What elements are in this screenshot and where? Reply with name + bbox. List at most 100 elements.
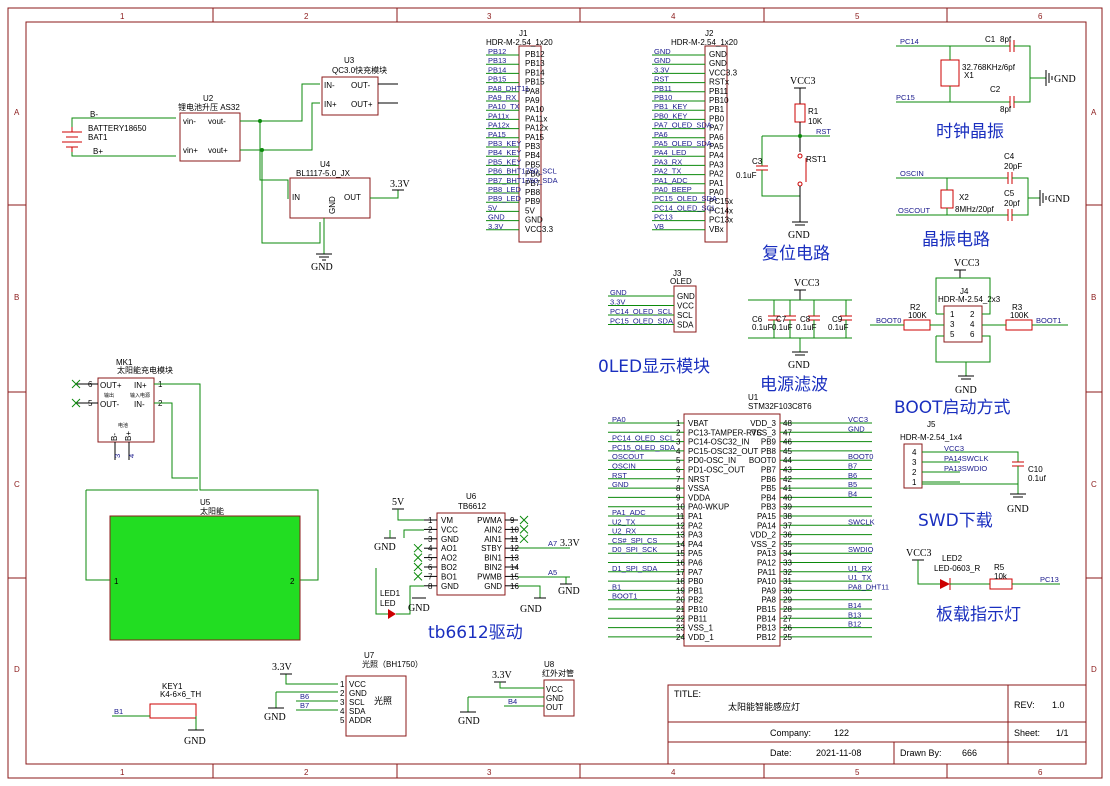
u1-right-pin-number: 36 (783, 531, 792, 540)
u7-pin-number: 2 (340, 689, 345, 698)
u4-out-vcc: 3.3V (390, 179, 411, 190)
u6-no-connect (413, 553, 423, 562)
u5-ref: U5 (200, 498, 211, 507)
j1-pin-label: PB9 (525, 197, 541, 206)
u3-pin-in-minus: IN- (324, 81, 335, 90)
heading-swd: SWD下载 (918, 511, 993, 531)
led2-net: PC13 (1040, 575, 1059, 584)
u6-right-pin-number: 10 (510, 525, 519, 534)
u1-left-pin-label: PD0-OSC_IN (688, 456, 736, 465)
j2-pin-label: GND (709, 50, 727, 59)
j3-pin-label: VCC (677, 302, 694, 311)
u8-gnd: GND (458, 716, 480, 727)
u1-left-pin-label: PA4 (688, 540, 703, 549)
u1-right-pin-number: 31 (783, 577, 792, 586)
u2-pin-vout-plus: vout+ (208, 146, 228, 155)
u1-right-net-label: B6 (848, 471, 857, 480)
ruler-col-4: 4 (671, 12, 676, 21)
key1-gnd: GND (184, 736, 206, 747)
rev-value: 1.0 (1052, 700, 1065, 710)
date-value: 2021-11-08 (816, 748, 861, 758)
u6-left-pin-label: AO1 (441, 544, 458, 553)
j5-net-label: PA13SWDIO (944, 464, 987, 473)
u1-right-pin-label: PB9 (761, 438, 777, 447)
j2-net-label: 3.3V (654, 65, 669, 74)
boot-gnd: GND (955, 385, 977, 396)
u7-pin-label: SCL (349, 698, 365, 707)
j5-pin-label: 1 (912, 478, 917, 487)
u3-ref: U3 (344, 56, 355, 65)
j2-pins: GNDGNDGNDGNDVCC3.33.3VRSTxRSTPB11PB11PB1… (652, 47, 738, 234)
u1-left-net-label: OSCIN (612, 462, 636, 471)
ruler-row-c-right: C (1091, 480, 1097, 489)
ruler-col-3b: 3 (487, 768, 492, 777)
j1-net-label: PB14 (488, 65, 506, 74)
battery-ref2: BAT1 (88, 133, 108, 142)
mk1-in-minus: IN- (134, 400, 145, 409)
j2-net-label: PC15_OLED_SDA (654, 194, 717, 203)
u1-right-pin-number: 40 (783, 493, 792, 502)
u8-pin-out: OUT (546, 703, 563, 712)
j1-net-label: PA12x (488, 121, 510, 130)
u1-left-pin-number: 15 (676, 549, 685, 558)
u1-right-pin-label: PB7 (761, 466, 777, 475)
u6-left-pin-number: 4 (428, 544, 433, 553)
j1-pin-label: PB6 (525, 170, 541, 179)
company-label: Company: (770, 728, 811, 738)
u1-left-pin-number: 9 (676, 493, 681, 502)
u6-right-pin-number: 14 (510, 563, 519, 572)
u1-left-pin-number: 20 (676, 596, 685, 605)
mk1-in-plus: IN+ (134, 381, 147, 390)
u5-name: 太阳能 (200, 506, 224, 516)
u1-right-pin-label: PB8 (761, 447, 777, 456)
j1-net-label: GND (488, 213, 505, 222)
boot-pin-6: 6 (970, 330, 975, 339)
xtal2-ref: X2 (959, 193, 969, 202)
xtal1-c1-value: 8pf (1000, 35, 1012, 44)
u1-right-net-label: BOOT0 (848, 452, 873, 461)
u6-led-ref: LED1 (380, 589, 401, 598)
u1-right-pin-number: 46 (783, 438, 792, 447)
u6-no-connect (519, 534, 529, 544)
u1-left-pin-label: VBAT (688, 419, 708, 428)
u1-right-pin-number: 30 (783, 586, 792, 595)
u1-left-pin-label: PB2 (688, 596, 704, 605)
u1-left-pin-label: PA5 (688, 549, 703, 558)
ruler-row-b-right: B (1091, 293, 1096, 302)
ruler-labels: 1 2 3 4 5 6 1 2 3 4 5 6 A B C D A B C D (14, 12, 1097, 777)
u8-ir-sensor: U8 红外对管 VCC GND OUT 3.3V GND B4 (458, 660, 575, 727)
u1-left-net-label: PC15_OLED_SDA (612, 443, 675, 452)
u6-right-pin-number: 11 (510, 535, 519, 544)
u7-body: 光照 (374, 695, 392, 706)
j3-pin-label: SCL (677, 311, 693, 320)
key1-name: K4-6×6_TH (160, 690, 201, 699)
j1-pin-label: PB4 (525, 151, 541, 160)
u1-right-pin-number: 33 (783, 559, 792, 568)
u1-left-pin-label: PB10 (688, 605, 708, 614)
filter-cap-value: 0.1uF (772, 323, 793, 332)
u1-left-net-label: BOOT1 (612, 592, 637, 601)
u6-right-pin-label: GND (484, 582, 502, 591)
j5-pin-label: 3 (912, 458, 917, 467)
j1-net-label: PB9_LED (488, 194, 522, 203)
u2-pin-vin-minus: vin- (183, 117, 196, 126)
u6-right-pin-number: 12 (510, 544, 519, 553)
j1-pin-label: PA11x (525, 114, 547, 123)
u1-right-net-label: B12 (848, 620, 861, 629)
u1-right-pin-label: PA9 (761, 586, 776, 595)
u1-left-net-label: D1_SPI_SDA (612, 564, 657, 573)
u5-pin-1: 1 (114, 577, 119, 586)
j2-net-label: PA7_OLED_SDA (654, 121, 712, 130)
u6-gnd-right2: GND (558, 586, 580, 597)
xtal1-value: 32.768KHz/6pf (962, 63, 1016, 72)
ruler-col-4b: 4 (671, 768, 676, 777)
u1-left-net-label: B1 (612, 582, 621, 591)
u1-right-pin-number: 38 (783, 512, 792, 521)
j1-pin-label: PB7 (525, 179, 541, 188)
j2-net-label: PA6 (654, 130, 668, 139)
j2-net-label: PA4_LED (654, 148, 687, 157)
boot-j4-name: HDR-M-2.54_2x3 (938, 295, 1001, 304)
battery-minus-net: B- (90, 110, 98, 119)
